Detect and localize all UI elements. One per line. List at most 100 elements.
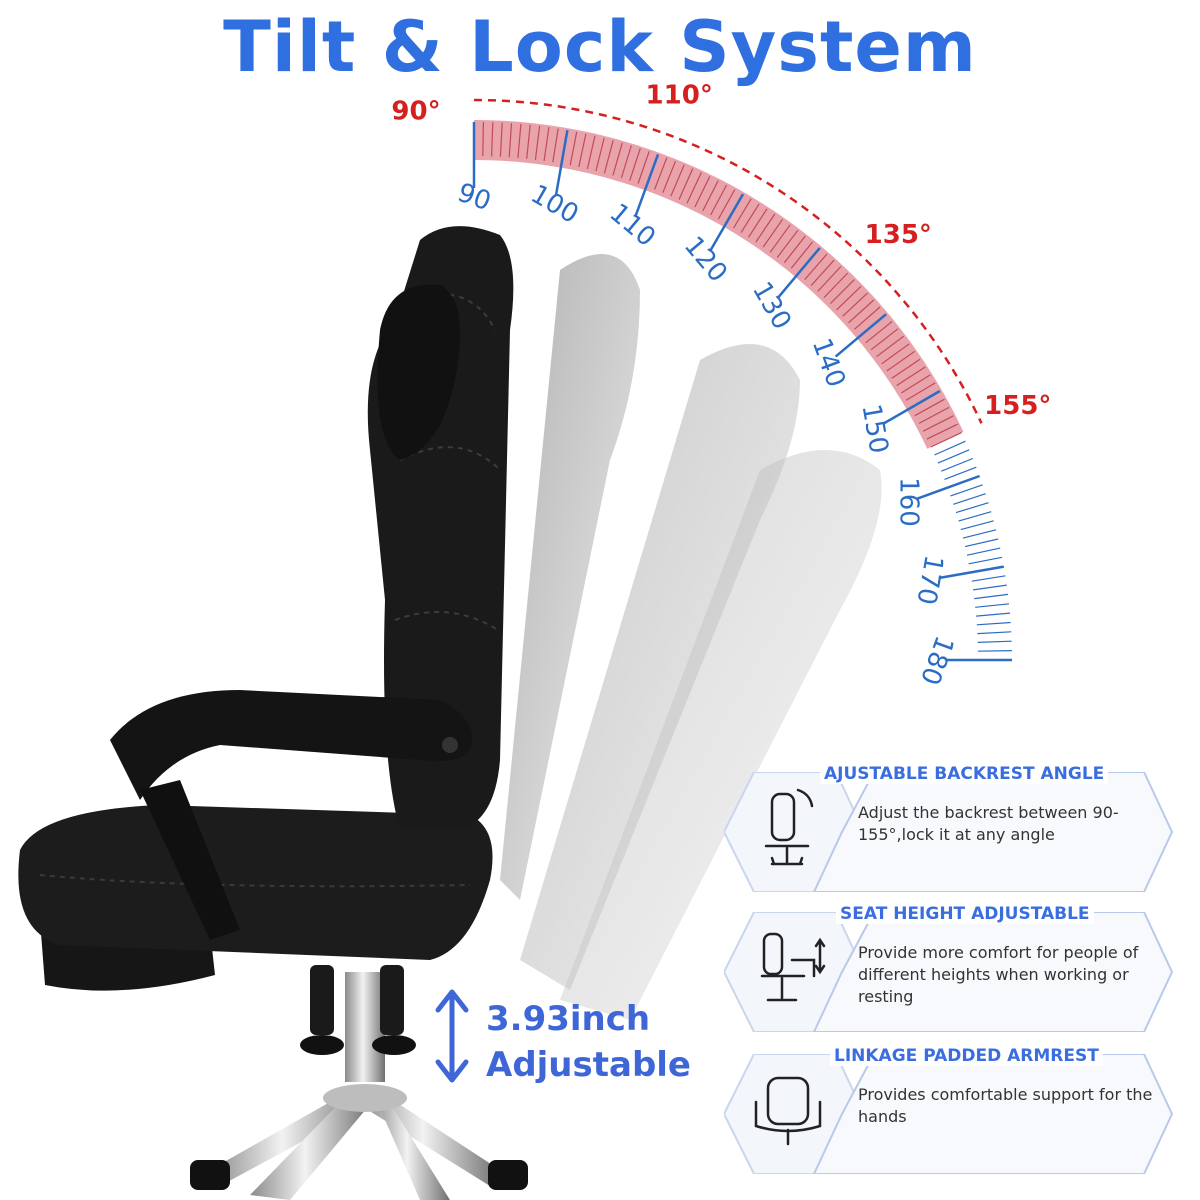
scale-major-tick <box>708 193 745 252</box>
feature-card-backrest-angle: AJUSTABLE BACKREST ANGLE Adjust the back… <box>724 764 1174 892</box>
headrest-pillow <box>377 284 460 460</box>
recline-dashed-arc <box>473 98 983 424</box>
scale-minor-tick <box>804 253 828 280</box>
seat-cushion <box>18 805 493 960</box>
scale-minor-tick <box>934 440 966 456</box>
scale-minor-tick <box>733 198 752 229</box>
scale-minor-tick <box>829 279 855 305</box>
scale-minor-tick <box>971 575 1006 582</box>
scale-minor-tick <box>941 457 974 472</box>
scale-minor-tick <box>747 208 768 238</box>
feature-description: Provide more comfort for people of diffe… <box>858 943 1139 1006</box>
scale-minor-tick <box>717 189 736 220</box>
scale-minor-tick <box>569 131 578 166</box>
angle-callout: 135° <box>865 220 932 250</box>
scale-minor-tick <box>870 328 899 351</box>
feature-description: Adjust the backrest between 90-155°,lock… <box>858 803 1119 844</box>
scale-minor-tick <box>586 135 596 170</box>
scale-minor-tick <box>662 160 677 193</box>
scale-minor-tick <box>776 229 799 258</box>
scale-minor-tick <box>499 122 503 157</box>
reclined-backrest-ghosts <box>500 254 882 1020</box>
scale-minor-tick <box>960 520 994 531</box>
scale-major-tick <box>834 313 887 358</box>
scale-minor-tick <box>953 493 986 505</box>
feature-card-armrest: LINKAGE PADDED ARMREST Provides comforta… <box>724 1046 1174 1174</box>
scale-minor-tick <box>975 603 1010 608</box>
scale-minor-tick <box>552 128 559 163</box>
office-chair <box>18 226 528 1200</box>
scale-minor-tick <box>968 556 1003 565</box>
scale-major-tick <box>938 565 1005 580</box>
scale-label: 140 <box>806 334 851 391</box>
scale-label: 110 <box>604 198 661 253</box>
scale-minor-tick <box>976 612 1011 617</box>
height-adjust-caption: Adjustable <box>486 1045 691 1085</box>
scale-minor-tick <box>823 272 849 298</box>
scale-minor-tick <box>686 172 702 204</box>
chair-base <box>190 965 528 1200</box>
feature-title: AJUSTABLE BACKREST ANGLE <box>820 764 1109 784</box>
scale-minor-tick <box>977 640 1012 643</box>
scale-label: 150 <box>856 402 894 456</box>
scale-minor-tick <box>534 125 541 160</box>
scale-minor-tick <box>740 203 760 233</box>
feature-description: Provides comfortable support for the han… <box>858 1085 1153 1126</box>
scale-minor-tick <box>482 122 484 157</box>
scale-minor-tick <box>637 151 650 184</box>
scale-minor-tick <box>962 529 997 539</box>
scale-major-tick <box>554 129 569 196</box>
scale-minor-tick <box>950 484 983 497</box>
angle-callout: 110° <box>646 81 713 111</box>
scale-minor-tick <box>977 650 1012 652</box>
scale-label: 160 <box>894 477 924 527</box>
scale-minor-tick <box>769 224 791 253</box>
headline: Tilt & Lock System <box>223 6 977 88</box>
scale-minor-tick <box>578 133 587 168</box>
scale-minor-tick <box>694 176 711 208</box>
scale-minor-tick <box>629 148 641 181</box>
scale-minor-tick <box>603 140 614 174</box>
scale-minor-tick <box>848 299 875 324</box>
scale-minor-tick <box>854 306 881 330</box>
scale-minor-tick <box>901 374 931 394</box>
armrest <box>110 690 472 800</box>
scale-minor-tick <box>755 213 776 243</box>
scale-label: 180 <box>914 632 959 689</box>
scale-minor-tick <box>977 631 1012 635</box>
scale-minor-tick <box>964 538 999 548</box>
scale-minor-tick <box>526 124 531 159</box>
scale-minor-tick <box>937 449 970 464</box>
height-adjust-label: 3.93inch Adjustable <box>486 996 691 1088</box>
scale-minor-tick <box>973 584 1007 591</box>
scale-minor-tick <box>508 123 513 158</box>
scale-minor-tick <box>517 123 522 158</box>
height-chair-icon <box>760 932 826 1002</box>
scale-minor-tick <box>678 168 694 200</box>
scale-major-tick <box>917 474 981 500</box>
angle-callout: 90° <box>391 97 440 127</box>
scale-minor-tick <box>710 184 728 216</box>
feature-title: SEAT HEIGHT ADJUSTABLE <box>836 904 1094 924</box>
scale-minor-tick <box>654 157 668 190</box>
scale-minor-tick <box>896 366 926 387</box>
scale-minor-tick <box>595 137 605 172</box>
scale-minor-tick <box>974 593 1009 600</box>
scale-minor-tick <box>543 127 550 161</box>
scale-minor-tick <box>612 142 623 176</box>
scale-highlight-band <box>474 120 964 449</box>
scale-minor-tick <box>976 621 1011 626</box>
scale-minor-tick <box>930 432 962 448</box>
scale-minor-tick <box>955 502 989 514</box>
scale-major-tick <box>882 389 941 426</box>
feature-title: LINKAGE PADDED ARMREST <box>830 1046 1103 1066</box>
scale-minor-tick <box>762 218 784 248</box>
armrest-chair-icon <box>754 1076 822 1146</box>
scale-major-tick <box>634 153 660 217</box>
reclining-chair-icon <box>764 788 814 866</box>
scale-minor-tick <box>926 423 958 440</box>
scale-minor-tick <box>620 145 632 179</box>
scale-minor-tick <box>944 466 977 480</box>
